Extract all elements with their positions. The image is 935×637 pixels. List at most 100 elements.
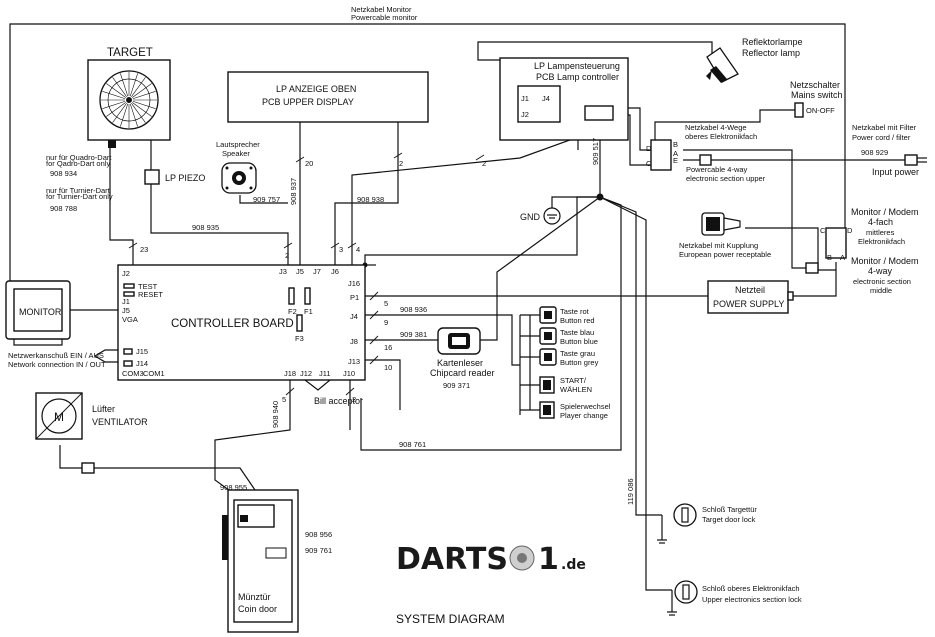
turnier-note-en: for Turnier-Dart only — [46, 192, 113, 201]
target-segment-line — [131, 77, 146, 97]
board-j7: J7 — [313, 267, 321, 276]
svg-text:E: E — [673, 156, 678, 165]
svg-text:A: A — [673, 149, 678, 158]
target-lock-en: Target door lock — [702, 515, 756, 524]
controller-board-label: CONTROLLER BOARD — [171, 318, 294, 330]
board-j1: J1 — [122, 297, 130, 306]
board-j10: J10 — [343, 369, 355, 378]
lamp-ctrl-j4: J4 — [542, 94, 550, 103]
svg-text:A: A — [840, 253, 845, 262]
board-j12: J12 — [300, 369, 312, 378]
quadro-note-en: for Qadro-Dart only — [46, 159, 110, 168]
diagram-title: SYSTEM DIAGRAM — [396, 612, 505, 626]
reflector-en: Reflector lamp — [742, 48, 800, 58]
part-908940: 908 940 — [271, 401, 280, 428]
filter-cord-de: Netzkabel mit Filter — [852, 123, 917, 132]
wire-2b: 2 — [399, 159, 403, 168]
speaker-icon — [221, 162, 257, 194]
board-j11: J11 — [319, 369, 331, 378]
svg-text:D: D — [847, 226, 853, 235]
wire-20: 20 — [305, 159, 313, 168]
filter-cord-part: 908 929 — [861, 148, 888, 157]
part-909517: 909 517 — [591, 138, 600, 165]
part-908937: 908 937 — [289, 178, 298, 205]
monitor-modem-en4: middle — [870, 286, 892, 295]
board-vga: VGA — [122, 315, 138, 324]
part-908935: 908 935 — [192, 223, 219, 232]
part-908938: 908 938 — [357, 195, 384, 204]
wire-5b: 5 — [282, 395, 286, 404]
speaker-part: 909 757 — [253, 195, 280, 204]
top-cable-en: Powercable monitor — [351, 13, 418, 22]
board-j4: J4 — [350, 312, 358, 321]
svg-text:B: B — [673, 140, 678, 149]
reflector-lamp-icon — [706, 47, 739, 83]
card-reader-en: Chipcard reader — [430, 368, 495, 378]
button-start-en: WÄHLEN — [560, 385, 592, 394]
svg-text:C: C — [820, 226, 826, 235]
board-com3: COM3 — [122, 369, 144, 378]
reflector-de: Reflektorlampe — [742, 37, 803, 47]
lamp-controller-conn — [584, 105, 614, 121]
logo-number: 1 — [538, 542, 559, 577]
svg-text:B: B — [827, 253, 832, 262]
wire-4: 4 — [356, 245, 360, 254]
board-j5: J5 — [122, 306, 130, 315]
fan-icon: M — [35, 392, 95, 474]
wire-10: 10 — [384, 363, 392, 372]
logo-suffix: .de — [561, 557, 586, 573]
top-cable-de: Netzkabel Monitor — [351, 5, 412, 14]
psu-de: Netzteil — [735, 285, 765, 295]
monitor-label: MONITOR — [19, 307, 62, 317]
upper-display-line2: PCB UPPER DISPLAY — [262, 97, 354, 107]
upper-display-line1: LP ANZEIGE OBEN — [276, 84, 356, 94]
target-segment-line — [120, 103, 129, 127]
wire-3: 3 — [339, 245, 343, 254]
four-way-upper-connector: D B A E C — [646, 139, 712, 171]
wire-16: 16 — [384, 343, 392, 352]
mains-switch-en: Mains switch — [791, 90, 843, 100]
cable-4way-upper-de: Netzkabel 4-Wege — [685, 123, 747, 132]
target-segment-line — [112, 77, 127, 97]
controller-board — [117, 264, 366, 381]
target-label: TARGET — [107, 47, 153, 59]
mains-switch-icon — [794, 102, 804, 118]
button-blue-en: Button blue — [560, 337, 598, 346]
piezo-label: LP PIEZO — [165, 173, 205, 183]
button-player-en: Player change — [560, 411, 608, 420]
upper-lock-de: Schloß oberes Elektronikfach — [702, 584, 800, 593]
upper-lock-en: Upper electronics section lock — [702, 595, 802, 604]
part-908936: 908 936 — [400, 305, 427, 314]
monitor-modem-de3: mittleres — [866, 228, 895, 237]
svg-text:C: C — [646, 159, 652, 168]
target-segment-line — [102, 91, 126, 100]
board-f3: F3 — [295, 334, 304, 343]
board-reset: RESET — [138, 290, 163, 299]
four-way-middle-connector: C D B A — [805, 226, 853, 274]
wire-2a: 2 — [285, 251, 289, 260]
target-segment-line — [112, 103, 127, 123]
coupling-de: Netzkabel mit Kupplung — [679, 241, 758, 250]
lamp-ctrl-en: PCB Lamp controller — [536, 72, 619, 82]
part-909761: 909 761 — [305, 546, 332, 555]
wire-9: 9 — [384, 318, 388, 327]
board-j3: J3 — [279, 267, 287, 276]
lock-icon — [657, 503, 697, 544]
board-p1: P1 — [350, 293, 359, 302]
target — [87, 59, 171, 148]
target-segment-line — [132, 83, 152, 98]
button-start-de: START/ — [560, 376, 587, 385]
filter-cord-en: Power cord / filter — [852, 133, 911, 142]
bill-acceptor-label: Bill acceptor — [314, 396, 363, 406]
coupling-plug-icon — [701, 212, 741, 236]
cable-4way-upper-de2: oberes Elektronikfach — [685, 132, 757, 141]
monitor-modem-en2: 4-way — [868, 266, 893, 276]
card-reader-part: 909 371 — [443, 381, 470, 390]
speaker-de: Lautsprecher — [216, 140, 260, 149]
target-segment-line — [129, 73, 138, 97]
piezo-box — [144, 169, 160, 185]
monitor-modem-de2: 4-fach — [868, 217, 893, 227]
board-j16: J16 — [348, 279, 360, 288]
lamp-controller-inner — [517, 85, 561, 123]
gnd-label: GND — [520, 212, 541, 222]
